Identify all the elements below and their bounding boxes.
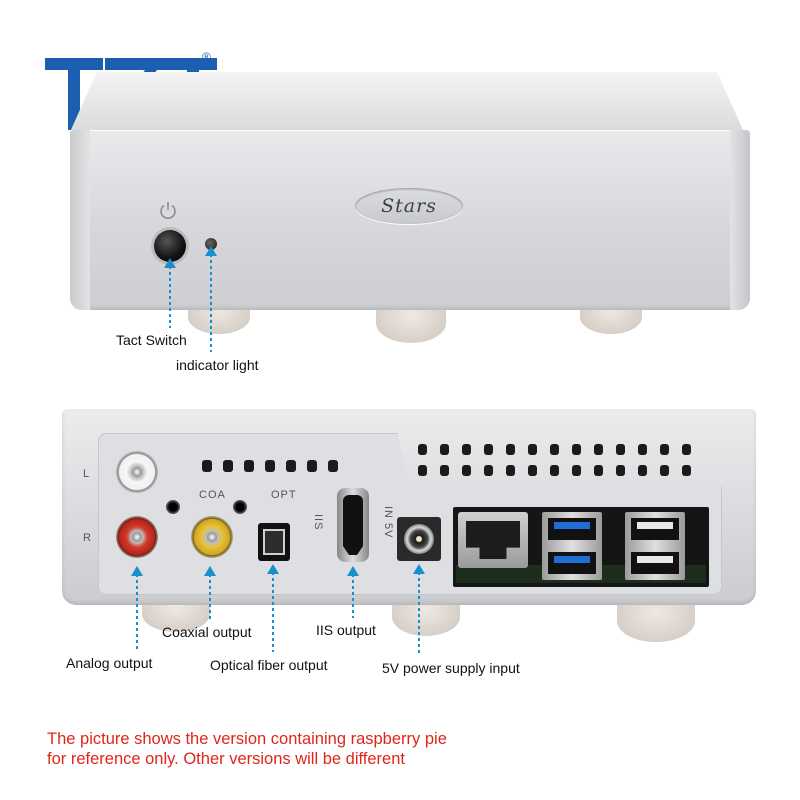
power-in-label: IN 5V xyxy=(382,506,394,539)
disclaimer-line-1: The picture shows the version containing… xyxy=(47,730,447,748)
vent-grid xyxy=(418,444,692,476)
vent-row xyxy=(202,460,338,472)
vent-slot xyxy=(594,465,603,476)
coaxial-output-jack[interactable] xyxy=(191,516,233,558)
iis-port-socket xyxy=(343,495,363,555)
front-panel-left-edge xyxy=(70,130,90,310)
dc-jack-socket xyxy=(404,524,434,554)
vent-slot xyxy=(328,460,338,472)
indicator-light-label: indicator light xyxy=(176,357,259,373)
disclaimer-line-2: for reference only. Other versions will … xyxy=(47,750,405,768)
stars-badge: Stars xyxy=(355,188,463,224)
registered-mark: ® xyxy=(202,50,211,64)
tact-switch-button[interactable] xyxy=(154,230,186,262)
vent-slot xyxy=(682,465,691,476)
vent-slot xyxy=(638,444,647,455)
optical-port-label: OPT xyxy=(271,489,297,501)
optical-fiber-output-label: Optical fiber output xyxy=(210,657,328,673)
iis-output-port[interactable] xyxy=(337,488,369,562)
vent-slot xyxy=(616,444,625,455)
front-device-top xyxy=(70,72,744,132)
vent-slot xyxy=(506,465,515,476)
vent-slot xyxy=(682,444,691,455)
vent-slot xyxy=(528,444,537,455)
power-icon xyxy=(160,202,176,219)
usb3-ports[interactable] xyxy=(542,512,602,580)
vent-slot xyxy=(265,460,275,472)
front-panel-right-edge xyxy=(730,130,750,310)
vent-slot xyxy=(418,444,427,455)
vent-slot xyxy=(528,465,537,476)
vent-slot xyxy=(223,460,233,472)
vent-slot xyxy=(572,465,581,476)
vent-slot xyxy=(440,444,449,455)
power-supply-input-jack[interactable] xyxy=(397,517,441,561)
vent-slot xyxy=(594,444,603,455)
usb2-ports[interactable] xyxy=(625,512,685,580)
vent-slot xyxy=(616,465,625,476)
vent-slot xyxy=(550,465,559,476)
stars-badge-text: Stars xyxy=(381,195,437,217)
ethernet-socket xyxy=(466,521,520,559)
iis-port-label: IIS xyxy=(312,514,324,531)
coaxial-output-label: Coaxial output xyxy=(162,624,252,640)
vent-slot xyxy=(484,444,493,455)
iis-output-label: IIS output xyxy=(316,622,376,638)
optical-port-shutter xyxy=(263,529,285,555)
vent-slot xyxy=(440,465,449,476)
ethernet-port[interactable] xyxy=(458,512,528,568)
vent-slot xyxy=(202,460,212,472)
usb2-port[interactable] xyxy=(631,518,679,540)
vent-slot xyxy=(244,460,254,472)
vent-slot xyxy=(307,460,317,472)
usb2-port[interactable] xyxy=(631,552,679,574)
disclaimer: The picture shows the version containing… xyxy=(47,729,757,769)
usb3-port[interactable] xyxy=(548,518,596,540)
channel-right-label: R xyxy=(83,532,92,544)
optical-fiber-port[interactable] xyxy=(258,523,290,561)
vent-slot xyxy=(462,444,471,455)
vent-slot xyxy=(484,465,493,476)
tact-switch-label: Tact Switch xyxy=(116,332,187,348)
vent-slot xyxy=(462,465,471,476)
analog-output-left-jack[interactable] xyxy=(116,451,158,493)
power-supply-input-label: 5V power supply input xyxy=(382,660,520,676)
vent-slot xyxy=(418,465,427,476)
vent-slot xyxy=(506,444,515,455)
vent-slot xyxy=(572,444,581,455)
vent-slot xyxy=(660,444,669,455)
channel-left-label: L xyxy=(83,468,91,480)
vent-slot xyxy=(550,444,559,455)
usb3-port[interactable] xyxy=(548,552,596,574)
analog-output-right-jack[interactable] xyxy=(116,516,158,558)
indicator-light xyxy=(205,238,217,250)
vent-slot xyxy=(638,465,647,476)
vent-slot xyxy=(660,465,669,476)
coaxial-port-label: COA xyxy=(199,489,226,501)
back-foot-right xyxy=(617,600,695,642)
vent-slot xyxy=(286,460,296,472)
screw-hole-1 xyxy=(166,500,180,514)
analog-output-label: Analog output xyxy=(66,655,153,671)
screw-hole-2 xyxy=(233,500,247,514)
